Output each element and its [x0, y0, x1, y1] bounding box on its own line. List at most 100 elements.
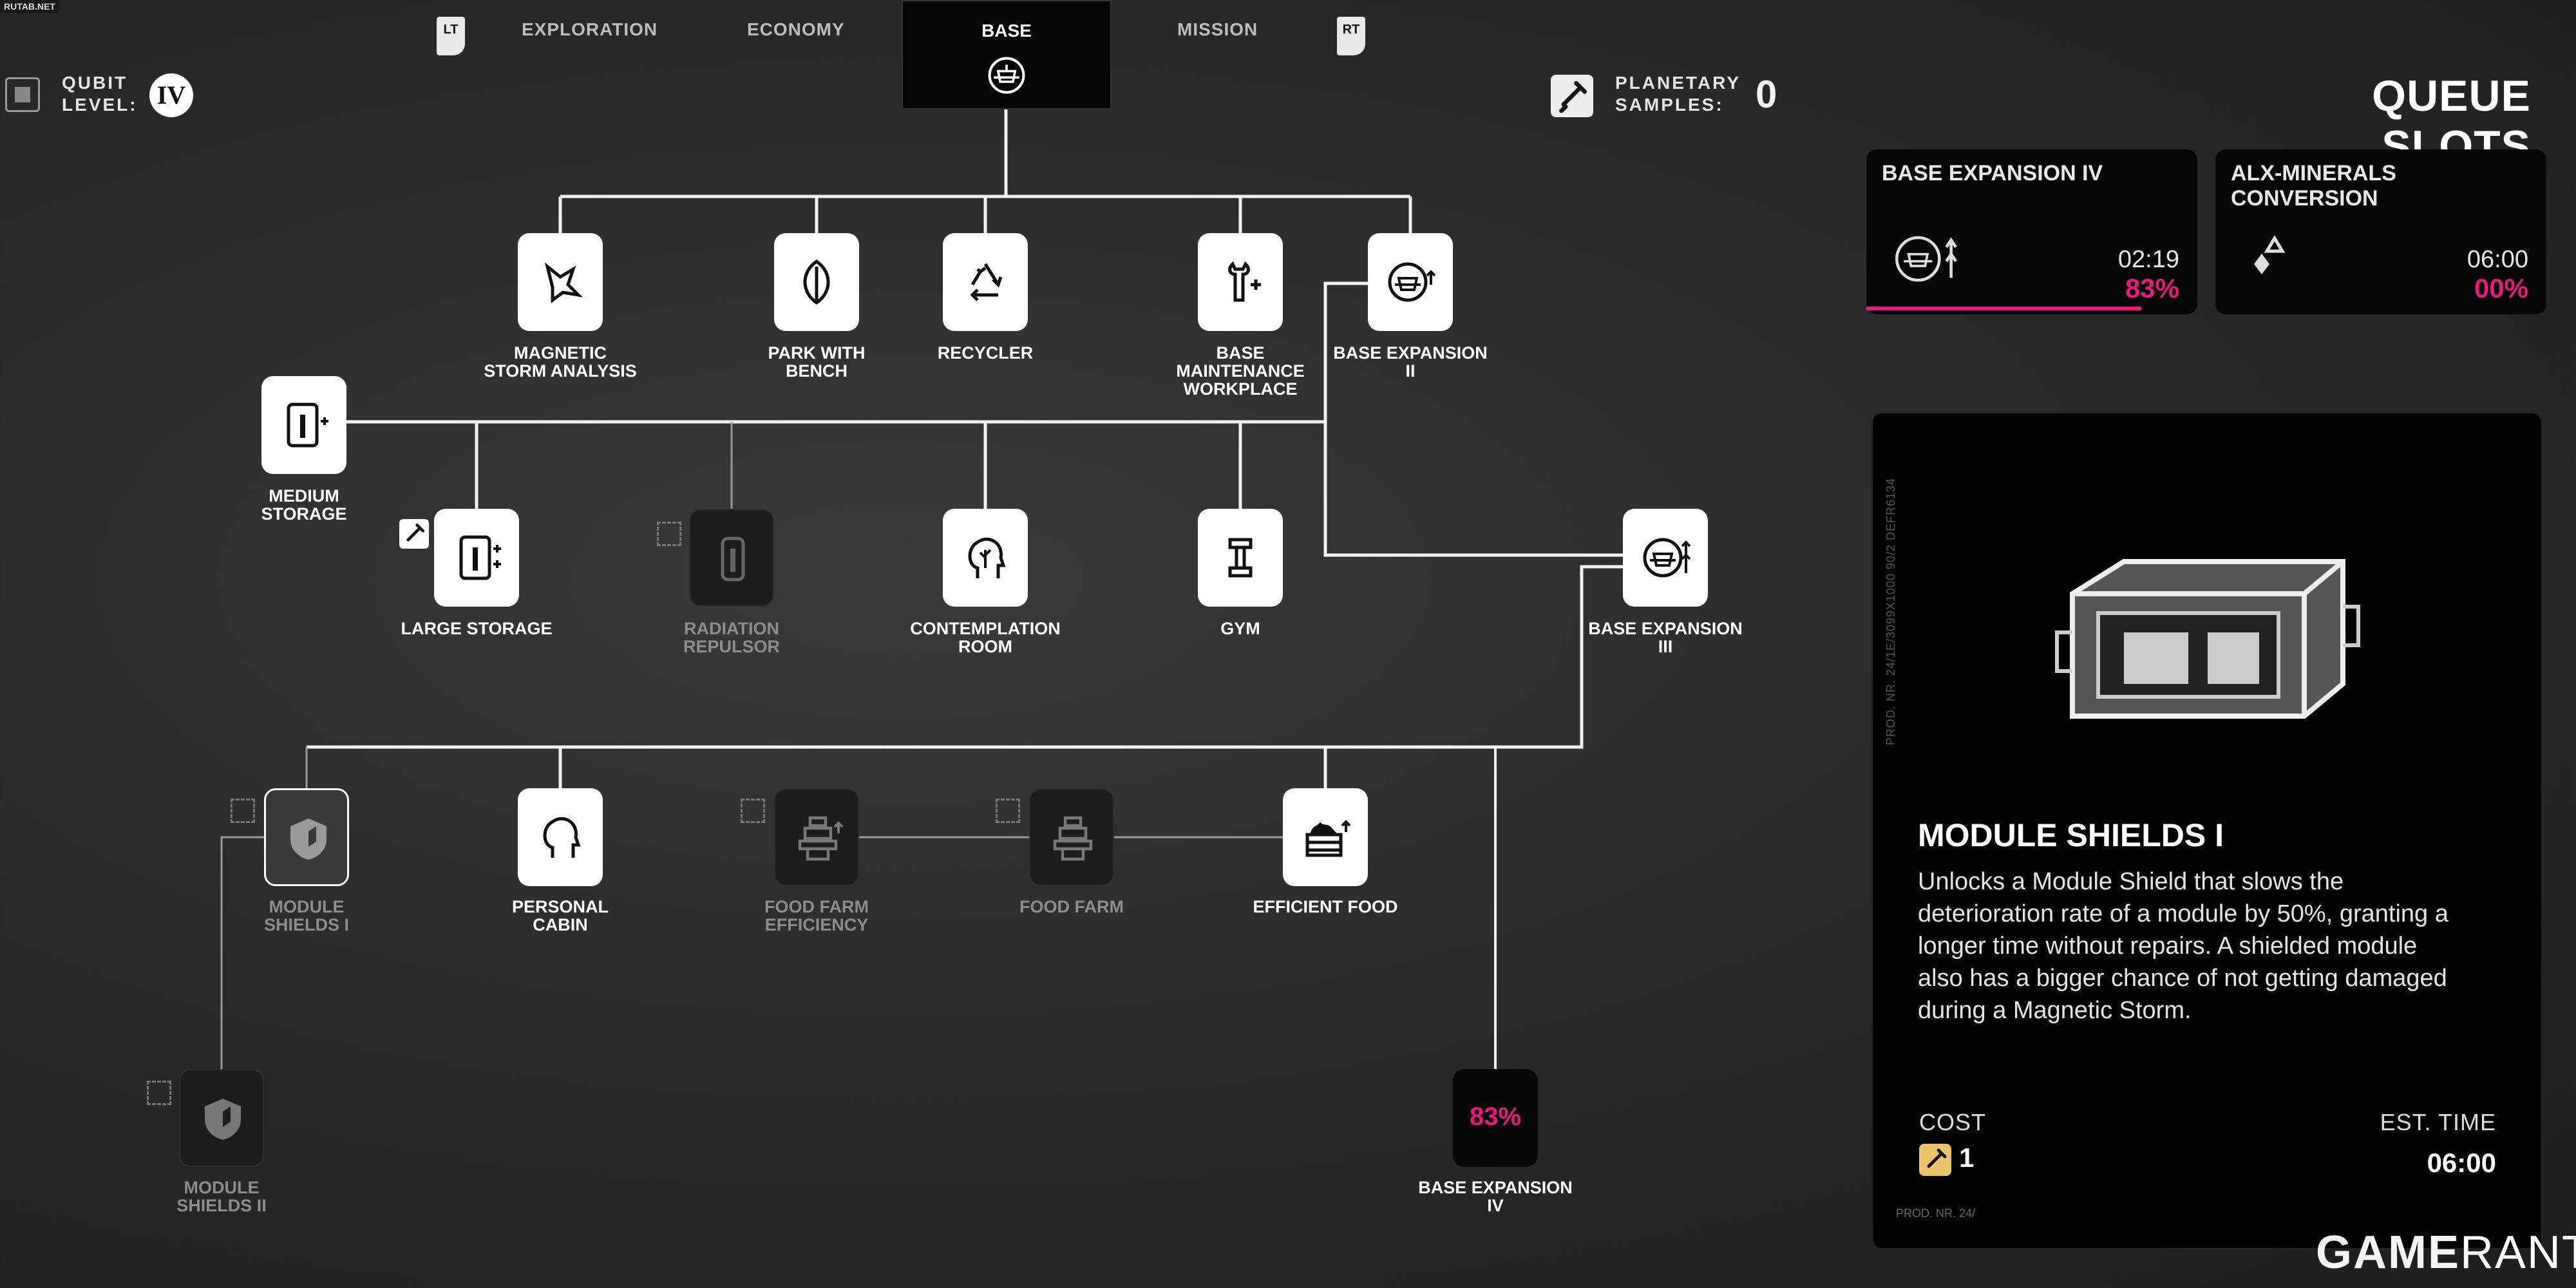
- base-expansion-icon: [1895, 236, 1957, 282]
- node-radiation-repulsor[interactable]: [689, 509, 774, 607]
- node-base-expansion-iv[interactable]: 83%: [1453, 1069, 1538, 1167]
- node-label: CONTEMPLATION ROOM: [910, 619, 1061, 656]
- node-label: RECYCLER: [937, 343, 1034, 363]
- node-label: LARGE STORAGE: [401, 619, 553, 638]
- shield-icon: [205, 1099, 241, 1140]
- module-shield-render: [2055, 559, 2360, 719]
- select-checkbox[interactable]: [996, 799, 1020, 823]
- lt-trigger[interactable]: LT: [437, 17, 465, 55]
- node-label: BASE EXPANSION III: [1588, 619, 1743, 656]
- queue-slot-2-percent: 00%: [2474, 273, 2528, 303]
- node-label: FOOD FARM: [1019, 897, 1124, 916]
- detail-title: MODULE SHIELDS I: [1918, 817, 2224, 853]
- node-gym[interactable]: [1198, 509, 1283, 607]
- node-efficient-food[interactable]: [1283, 788, 1368, 886]
- tab-mission[interactable]: MISSION: [1177, 19, 1258, 39]
- tab-exploration[interactable]: EXPLORATION: [522, 19, 658, 39]
- tab-base-label: BASE: [981, 21, 1032, 41]
- queue-slot-2-name: ALX-MINERALS CONVERSION: [2231, 161, 2396, 211]
- food-crate-icon: [1305, 820, 1351, 857]
- node-module-shields-i[interactable]: [264, 788, 349, 886]
- est-time-value: 06:00: [2427, 1148, 2496, 1178]
- samples-label-line1: PLANETARY: [1615, 73, 1741, 93]
- node-food-farm-efficiency[interactable]: [774, 788, 859, 886]
- select-checkbox[interactable]: [657, 522, 681, 546]
- samples-label-line2: SAMPLES:: [1615, 95, 1724, 115]
- recycle-icon: [970, 263, 1003, 301]
- food-farm-icon: [1053, 816, 1093, 861]
- brand-rant: RANT: [2460, 1227, 2576, 1278]
- node-label: PERSONAL CABIN: [511, 897, 609, 934]
- minerals-icon: [2254, 235, 2286, 274]
- node-label: FOOD FARM EFFICIENCY: [764, 897, 869, 934]
- qubit-level-badge: IV: [149, 73, 193, 117]
- node-personal-cabin[interactable]: [518, 788, 603, 886]
- node-recycler[interactable]: [943, 233, 1028, 331]
- queue-slot-2-time: 06:00: [2467, 246, 2528, 273]
- node-large-storage[interactable]: [434, 509, 519, 607]
- select-checkbox[interactable]: [741, 799, 765, 823]
- watermark: RUTAB.NET: [0, 0, 59, 13]
- node-contemplation-room[interactable]: [943, 509, 1028, 607]
- storm-star-icon: [544, 262, 583, 303]
- qubit-label-line2: LEVEL:: [62, 95, 138, 115]
- dumbbell-icon: [1228, 538, 1253, 578]
- queue-slot-1-time: 02:19: [2117, 246, 2179, 273]
- detail-side-serial: PROD. NR. 24/1E/3099X1000 90/2 DEFR6134: [1884, 478, 1897, 746]
- node-base-maintenance-workplace[interactable]: [1198, 233, 1283, 331]
- cost-label: COST: [1919, 1109, 1987, 1135]
- node-food-farm[interactable]: [1029, 788, 1114, 886]
- storage-icon: [459, 535, 501, 580]
- head-profile-icon: [543, 817, 581, 858]
- food-farm-icon: [798, 816, 844, 861]
- queue-slot-2[interactable]: ALX-MINERALS CONVERSION 06:00 00%: [2215, 149, 2546, 314]
- select-checkbox[interactable]: [231, 799, 255, 823]
- base-icon: [988, 57, 1025, 94]
- queue-slot-1[interactable]: BASE EXPANSION IV 02:19 83%: [1866, 149, 2197, 314]
- node-base-expansion-ii[interactable]: [1368, 233, 1453, 331]
- est-time-label: EST. TIME: [2380, 1109, 2496, 1135]
- node-label: BASE MAINTENANCE WORKPLACE: [1176, 343, 1305, 399]
- node-label: MODULE SHIELDS I: [263, 897, 350, 934]
- select-checkbox[interactable]: [147, 1081, 171, 1105]
- node-label: GYM: [1220, 619, 1260, 638]
- node-label: BASE EXPANSION IV: [1418, 1178, 1573, 1215]
- node-base-expansion-iii[interactable]: [1623, 509, 1708, 607]
- node-label: PARK WITH BENCH: [768, 343, 866, 381]
- samples-value: 0: [1756, 73, 1777, 116]
- queue-slot-1-name: BASE EXPANSION IV: [1882, 161, 2103, 185]
- qubit-label: QUBIT LEVEL:: [62, 72, 138, 116]
- leaf-icon: [803, 259, 830, 305]
- storage-icon: [287, 402, 328, 448]
- node-park-with-bench[interactable]: [774, 233, 859, 331]
- node-label: MEDIUM STORAGE: [261, 486, 347, 524]
- node-medium-storage[interactable]: [261, 376, 346, 474]
- base-expansion-icon: [1388, 262, 1436, 302]
- rt-trigger[interactable]: RT: [1337, 17, 1365, 55]
- shield-icon: [290, 819, 327, 860]
- node-label: BASE EXPANSION II: [1333, 343, 1488, 381]
- progress-percent: 83%: [1469, 1103, 1522, 1131]
- wrench-icon: [1228, 261, 1261, 302]
- chip-icon: [5, 77, 40, 112]
- tab-economy[interactable]: ECONOMY: [747, 19, 845, 39]
- queue-slot-1-progress: [1866, 307, 2141, 310]
- sample-syringe-icon: [1919, 1144, 1951, 1176]
- detail-description: Unlocks a Module Shield that slows the d…: [1918, 868, 2448, 1024]
- node-magnetic-storm-analysis[interactable]: [518, 233, 603, 331]
- detail-prod-number: PROD. NR. 24/: [1896, 1207, 1976, 1220]
- edit-samples-icon[interactable]: [399, 519, 429, 549]
- repulsor-icon: [721, 536, 745, 582]
- node-label: MODULE SHIELDS II: [176, 1178, 267, 1215]
- samples-label: PLANETARY SAMPLES:: [1615, 72, 1741, 116]
- node-module-shields-ii[interactable]: [179, 1069, 264, 1167]
- node-label: EFFICIENT FOOD: [1253, 897, 1398, 916]
- sample-syringe-icon: [1551, 75, 1593, 117]
- base-expansion-icon: [1643, 538, 1691, 578]
- head-tree-icon: [968, 537, 1006, 578]
- brand-game: GAME: [2316, 1227, 2460, 1278]
- tab-base[interactable]: BASE: [902, 0, 1112, 109]
- qubit-label-line1: QUBIT: [62, 73, 128, 93]
- detail-panel: PROD. NR. 24/1E/3099X1000 90/2 DEFR6134 …: [1871, 412, 2543, 1249]
